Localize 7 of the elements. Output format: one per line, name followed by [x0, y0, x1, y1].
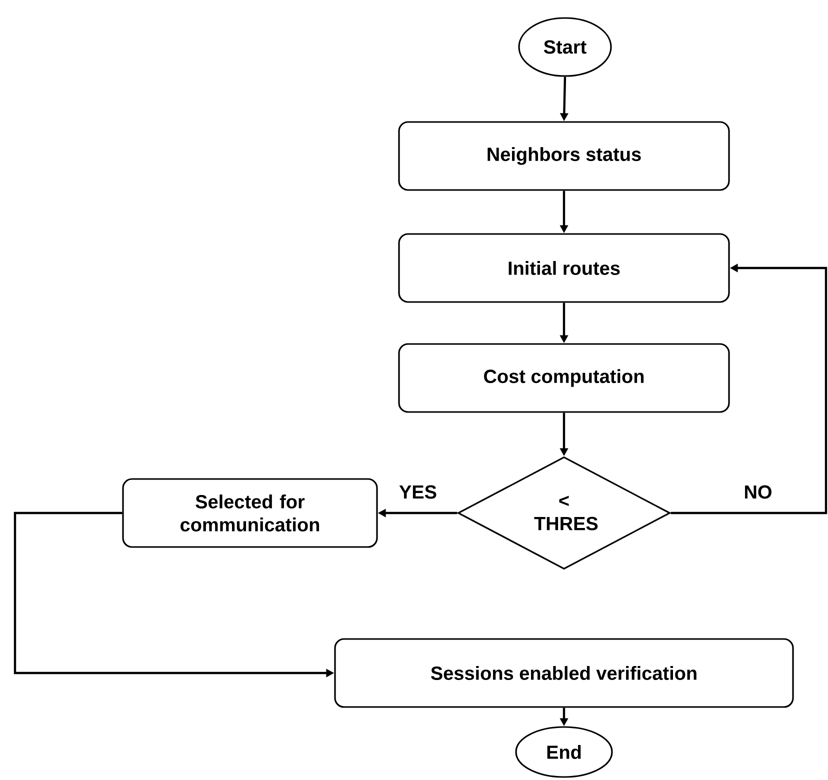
process-box: Cost computation	[398, 343, 730, 413]
process-box: Selected for communication	[122, 478, 378, 548]
edge-label: NO	[742, 484, 774, 500]
edge-label: YES	[398, 484, 438, 500]
process-box: Sessions enabled verification	[334, 638, 794, 708]
process-box: Initial routes	[398, 233, 730, 303]
process-box: Neighbors status	[398, 121, 730, 191]
